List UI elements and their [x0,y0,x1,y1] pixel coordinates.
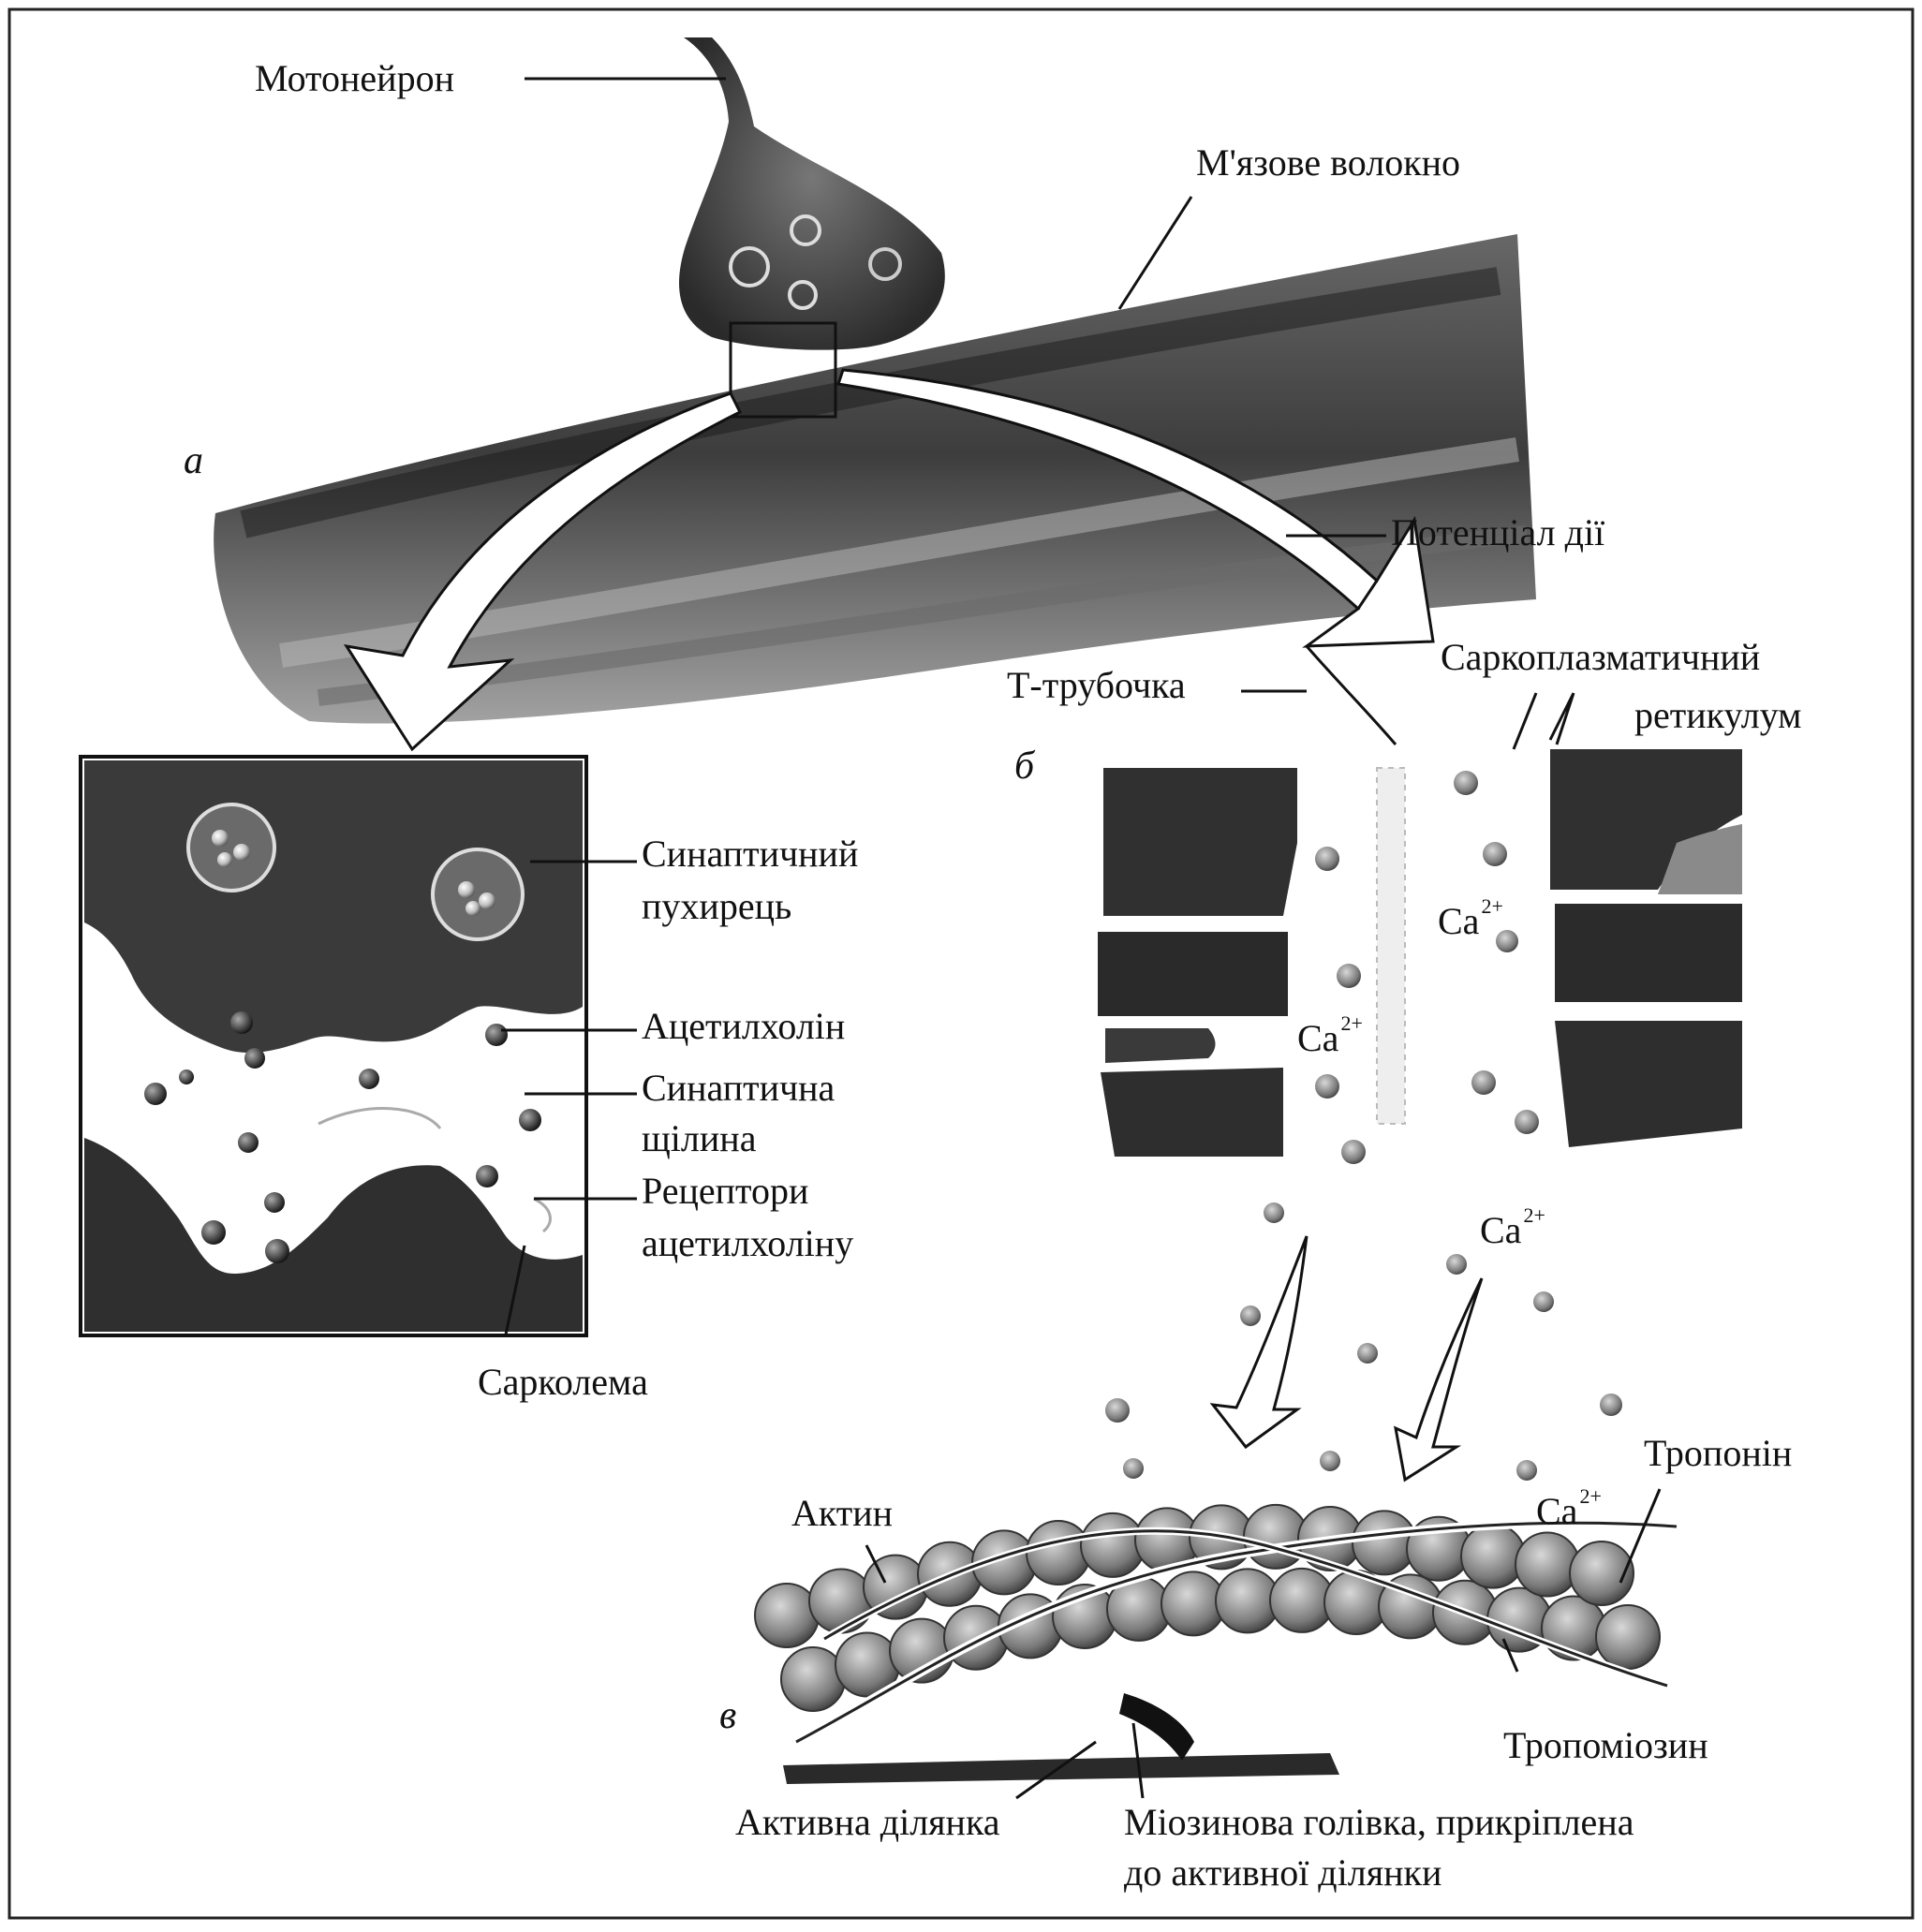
panel-letter-b: б [1014,745,1035,788]
ca-label-1: Ca2+ [1438,894,1503,942]
leader-lines [501,77,1662,1800]
ca-label-4: Ca2+ [1536,1484,1602,1532]
label-myosin-head-line1: Міозинова голівка, прикріплена [1124,1801,1634,1843]
actin-globule [1515,1531,1580,1598]
ca-label-2: Ca2+ [1297,1011,1363,1059]
label-ach-receptors-line1: Рецептори [642,1170,809,1212]
panel-letter-a: а [184,439,203,482]
label-active-site: Активна ділянка [735,1801,1000,1843]
label-muscle-fiber: М'язове волокно [1196,141,1461,184]
label-tropomyosin: Тропоміозин [1503,1724,1708,1766]
label-motoneuron: Мотонейрон [255,57,454,99]
label-ach-receptors-line2: ацетилхоліну [642,1222,854,1264]
label-synaptic-vesicle-line1: Синаптичний [642,833,859,875]
label-action-potential: Потенціал дії [1391,511,1605,553]
actin-globule [754,1583,820,1648]
junction-detail-box [729,321,837,419]
panel-letter-c: в [719,1694,737,1737]
actin-globule [1595,1604,1661,1670]
label-sarcolemma: Сарколема [478,1361,648,1403]
label-sr-line1: Саркоплазматичний [1441,636,1761,678]
calcium-ions [1105,771,1622,1481]
actin-globule [780,1646,846,1712]
label-myosin-head-line2: до активної ділянки [1124,1851,1442,1894]
actin-globule [1569,1541,1634,1606]
sarcoplasmic-reticulum [1098,749,1742,1157]
label-synaptic-cleft-line1: Синаптична [642,1067,835,1109]
label-synaptic-vesicle-line2: пухирець [642,885,792,927]
label-synaptic-cleft-line2: щілина [642,1117,757,1159]
actin-globule [1460,1523,1526,1589]
actin-filament [754,1503,1678,1784]
ca-label-3: Ca2+ [1480,1203,1545,1251]
label-sr-line2: ретикулум [1634,694,1802,736]
motoneuron [679,37,945,350]
actin-globule [1026,1520,1091,1586]
figure-border [7,7,1915,1920]
label-acetylcholine: Ацетилхолін [642,1005,846,1047]
synapse-inset [79,755,588,1337]
arrow-action-potential [836,368,1435,745]
calcium-arrows [1209,1235,1484,1482]
arrow-to-synapse [343,391,743,752]
label-actin: Актин [791,1492,894,1534]
label-t-tubule: Т-трубочка [1007,664,1186,706]
label-troponin: Тропонін [1644,1432,1793,1474]
t-tubule [1376,767,1406,1125]
actin-globule [808,1568,874,1634]
